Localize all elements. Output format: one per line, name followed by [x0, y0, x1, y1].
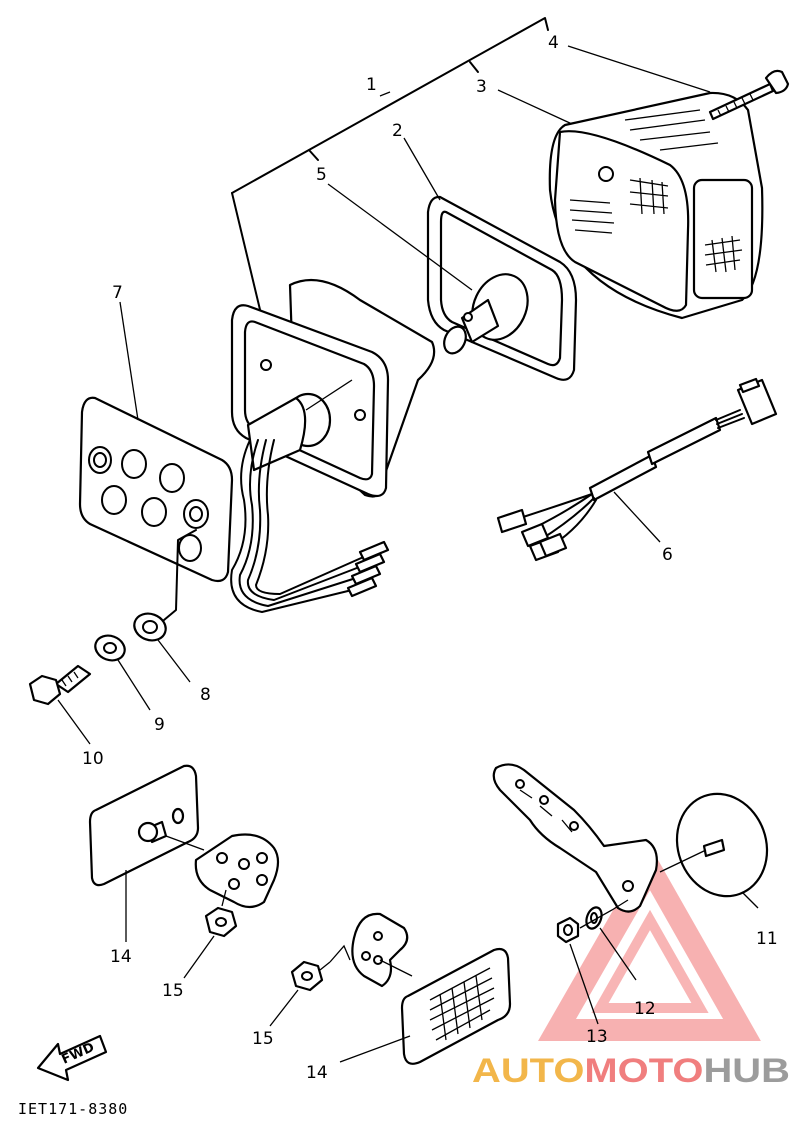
lamp-body — [230, 278, 436, 498]
callout-8: 8 — [200, 685, 211, 705]
callout-numbers: 1 2 3 4 5 6 7 8 9 10 11 12 13 14 15 15 1… — [82, 33, 778, 1083]
group-bracket-1 — [231, 17, 549, 319]
callout-2: 2 — [392, 121, 403, 141]
watermark-part-hub: HUB — [703, 1052, 790, 1090]
callout-15-upper: 15 — [162, 981, 184, 1001]
leader-lines — [57, 45, 759, 1063]
bracket-upper — [194, 833, 280, 909]
callout-9: 9 — [154, 715, 165, 735]
washer-12 — [585, 906, 603, 930]
wire-harness — [496, 377, 778, 562]
callout-1: 1 — [366, 75, 377, 95]
bracket-lower — [329, 912, 413, 988]
callout-6: 6 — [662, 545, 673, 565]
watermark-part-auto: AUTO — [472, 1052, 584, 1090]
fwd-arrow: FWD — [36, 1034, 108, 1082]
callout-4: 4 — [548, 33, 559, 53]
bulb — [443, 273, 529, 355]
callout-14-upper: 14 — [110, 947, 132, 967]
callout-11: 11 — [756, 929, 778, 949]
callout-7: 7 — [112, 283, 123, 303]
leader-8 — [163, 529, 197, 621]
nut-15-upper — [204, 889, 238, 938]
washer-9 — [94, 634, 126, 662]
diagram-code: IET171-8380 — [18, 1100, 128, 1118]
callout-13: 13 — [586, 1027, 608, 1047]
washer-8 — [133, 612, 167, 642]
cover-plate — [78, 396, 234, 583]
lens-housing — [548, 91, 764, 320]
nut-15-lower — [290, 960, 331, 992]
fender-bracket — [492, 763, 658, 913]
lamp-wires — [230, 439, 390, 613]
hardware-axis — [579, 899, 629, 929]
round-reflector — [659, 792, 769, 898]
reflector-upper — [88, 764, 205, 887]
callout-15-lower: 15 — [252, 1029, 274, 1049]
callout-3: 3 — [476, 77, 487, 97]
callout-10: 10 — [82, 749, 104, 769]
callout-12: 12 — [634, 999, 656, 1019]
bolt-10 — [28, 664, 92, 706]
screw — [708, 69, 790, 121]
watermark-part-moto: MOTO — [584, 1052, 703, 1090]
nut-13 — [556, 916, 580, 944]
callout-5: 5 — [316, 165, 327, 185]
callout-14-lower: 14 — [306, 1063, 328, 1083]
reflector-lower — [400, 947, 512, 1065]
